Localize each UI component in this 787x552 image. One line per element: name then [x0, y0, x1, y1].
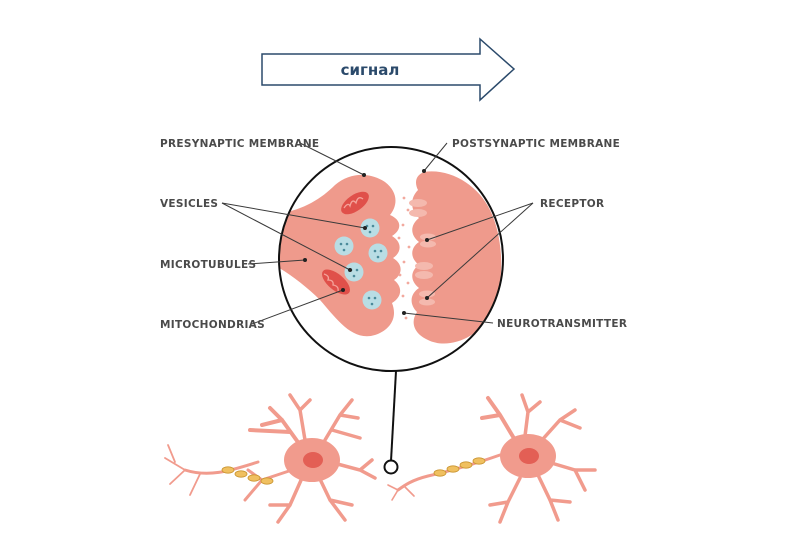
leader-lines: [221, 142, 534, 325]
label-vesicles: VESICLES: [160, 198, 218, 210]
signal-label: сигнал: [341, 61, 400, 79]
neuron-left: [164, 393, 377, 524]
signal-arrow: сигнал: [261, 37, 516, 102]
receptors: [409, 199, 436, 306]
mitochondria-top: [341, 191, 369, 215]
neuron-left-nucleus: [303, 452, 323, 468]
label-receptor: RECEPTOR: [540, 198, 604, 210]
label-neurotransmitter: NEUROTRANSMITTER: [497, 318, 627, 330]
label-presynaptic-membrane: PRESYNAPTIC MEMBRANE: [160, 138, 319, 150]
magnifier-handle: [390, 370, 397, 462]
neuron-left-myelin: [221, 466, 274, 485]
label-mitochondrias: MITOCHONDRIAS: [160, 319, 265, 331]
magnifier-anchor: [383, 459, 399, 475]
neuron-right: [387, 393, 597, 524]
magnified-synapse: [278, 146, 504, 372]
label-microtubules: MICROTUBULES: [160, 259, 256, 271]
neuron-right-myelin: [433, 457, 486, 477]
label-postsynaptic-membrane: POSTSYNAPTIC MEMBRANE: [452, 138, 620, 150]
magnifier-ring: [278, 146, 504, 372]
neurotransmitter-particles: [397, 196, 411, 320]
vesicles-group: [334, 218, 388, 310]
postsynaptic-terminal: [411, 171, 502, 344]
neuron-right-nucleus: [519, 448, 539, 464]
